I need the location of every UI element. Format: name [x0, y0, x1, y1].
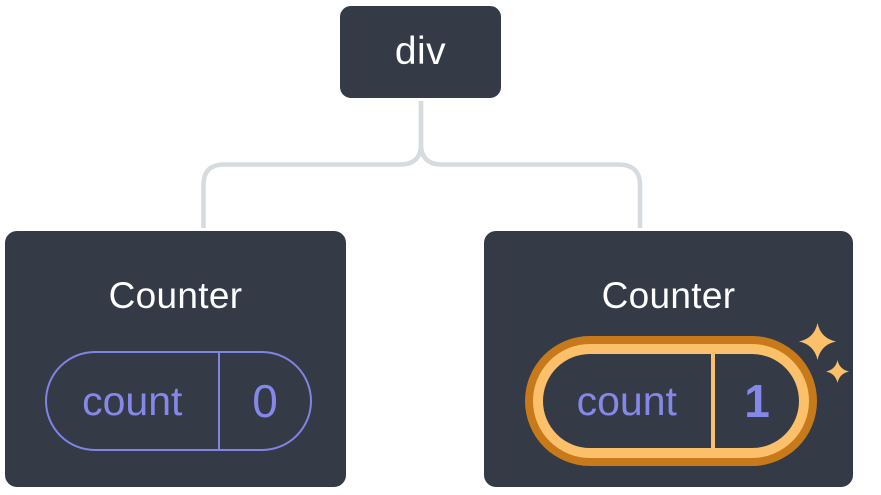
state-pill-left-divider: [217, 353, 220, 449]
state-pill-right-value-cell: 1: [715, 354, 799, 448]
state-pill-left-key-cell: count: [47, 353, 218, 449]
state-pill-right-divider: [710, 354, 715, 448]
connector-left-branch: [201, 97, 424, 232]
state-pill-right-key-cell: count: [543, 354, 711, 448]
state-pill-right-highlight-ring: count 1: [525, 336, 817, 466]
state-pill-left-value: 0: [252, 375, 278, 427]
state-pill-right-key: count: [576, 377, 677, 424]
state-pill-right-value: 1: [744, 375, 770, 427]
counter-node-right: Counter count 1: [481, 228, 856, 490]
tree-node-div-label: div: [394, 30, 447, 73]
state-pill-right: count 1: [533, 344, 809, 458]
state-pill-left-key: count: [82, 377, 183, 424]
state-pill-left: count 0: [45, 351, 312, 451]
sparkle-icon-small: [826, 360, 849, 383]
state-pill-left-value-cell: 0: [220, 353, 310, 449]
counter-right-title: Counter: [601, 275, 736, 316]
tree-node-div: div: [337, 3, 504, 101]
counter-left-title: Counter: [108, 275, 243, 316]
counter-node-left: Counter count 0: [2, 228, 349, 490]
connector-right-branch: [418, 97, 643, 232]
sparkle-icon-large: [799, 323, 836, 360]
